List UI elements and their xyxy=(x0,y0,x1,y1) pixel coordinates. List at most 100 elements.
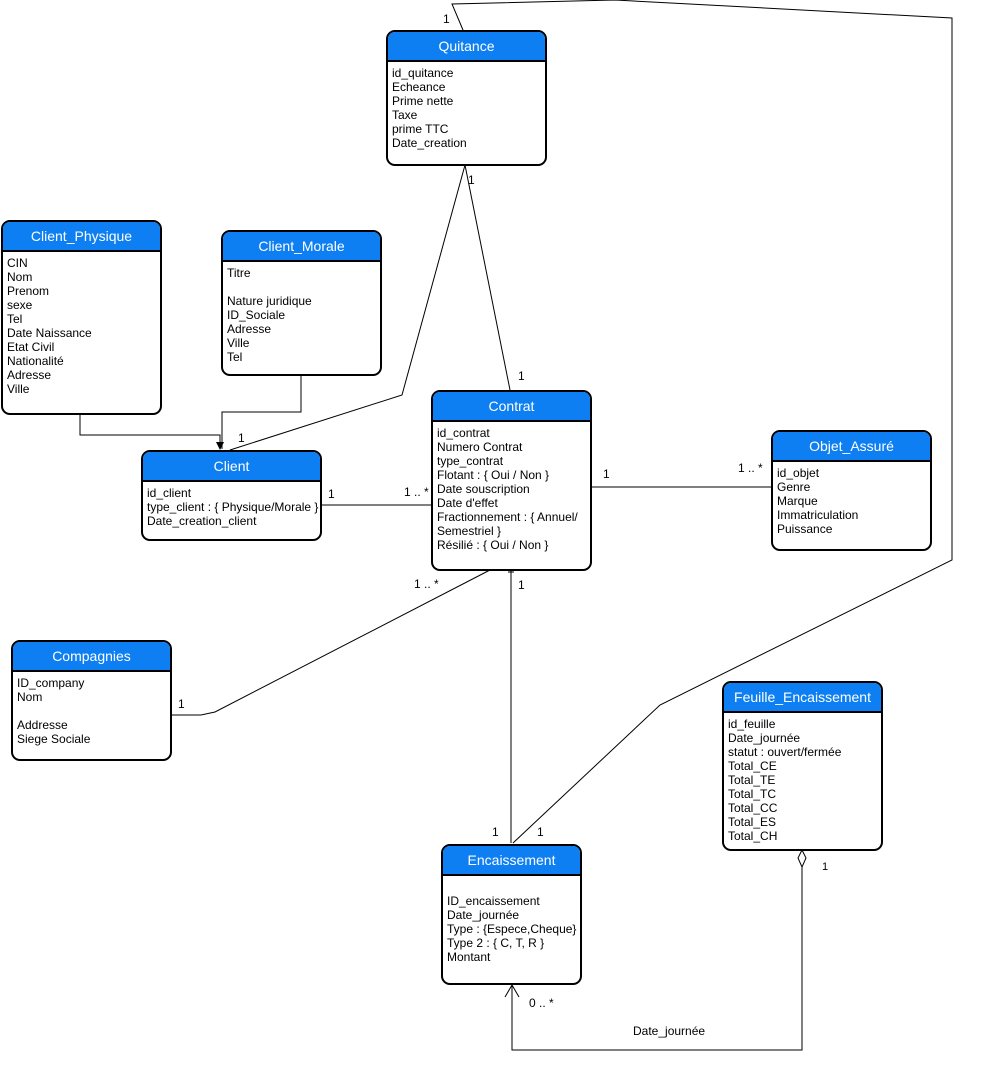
attribute: Tel xyxy=(227,350,243,364)
multiplicity-label: 1 xyxy=(238,431,245,445)
entity-attributes: id_objet Genre Marque Immatriculation Pu… xyxy=(773,462,930,536)
entity-attributes: ID_encaissement Date_journée Type : {Esp… xyxy=(443,876,580,964)
attribute: Nationalité xyxy=(7,354,64,368)
attribute: Total_CE xyxy=(728,759,777,773)
attribute: Flotant : { Oui / Non } xyxy=(437,468,550,482)
attribute: Date_creation xyxy=(392,136,467,150)
entity-client-physique[interactable]: Client_Physique CIN Nom Prenom sexe Tel … xyxy=(1,220,162,415)
attribute: ID_encaissement xyxy=(447,894,540,908)
attribute: ID_Sociale xyxy=(227,308,286,322)
attribute: Date_journée xyxy=(728,731,801,745)
attribute: Echeance xyxy=(392,80,446,94)
multiplicity-label: 1 xyxy=(178,697,185,711)
multiplicity-label: 1 xyxy=(518,369,525,383)
attribute: Nom xyxy=(17,690,43,704)
multiplicity-label: 1 xyxy=(443,12,450,26)
attribute: Adresse xyxy=(7,368,52,382)
edge-physique-client xyxy=(79,414,221,449)
multiplicity-label: 0 .. * xyxy=(529,996,554,1010)
attribute: Date souscription xyxy=(437,482,530,496)
arrowhead-client xyxy=(216,442,224,450)
entity-contrat[interactable]: Contrat id_contrat Numero Contrat type_c… xyxy=(431,390,592,571)
multiplicity-label: 1 xyxy=(468,173,475,187)
multiplicity-label: 1 .. * xyxy=(404,485,429,499)
attribute: Prenom xyxy=(7,284,50,298)
attribute: id_objet xyxy=(777,466,820,480)
attribute: Date Naissance xyxy=(7,326,92,340)
entity-attributes: id_client type_client : { Physique/Moral… xyxy=(143,482,320,528)
attribute: Total_CH xyxy=(728,829,778,843)
attribute: Total_TC xyxy=(728,787,777,801)
attribute: id_quitance xyxy=(392,66,454,80)
attribute: prime TTC xyxy=(392,122,449,136)
multiplicity-label: 1 xyxy=(822,861,829,873)
attribute: Type : {Espece,Cheque} xyxy=(447,922,577,936)
attribute: Numero Contrat xyxy=(437,440,523,454)
entity-quitance[interactable]: Quitance id_quitance Echeance Prime nett… xyxy=(386,30,547,166)
attribute: Total_CC xyxy=(728,801,778,815)
attribute: ID_company xyxy=(17,676,85,690)
attribute: Ville xyxy=(227,336,250,350)
edge-quitance-contrat xyxy=(464,164,511,391)
attribute: Ville xyxy=(7,382,30,396)
attribute: Fractionnement : { Annuel/ xyxy=(437,510,578,524)
attribute: Genre xyxy=(777,480,811,494)
entity-attributes: ID_company Nom Addresse Siege Sociale xyxy=(13,672,170,746)
entity-feuille-encaissement[interactable]: Feuille_Encaissement id_feuille Date_jou… xyxy=(722,681,883,851)
attribute: Adresse xyxy=(227,322,272,336)
attribute: Etat Civil xyxy=(7,340,55,354)
multiplicity-label: 1 .. * xyxy=(738,461,763,475)
attribute: Total_ES xyxy=(728,815,777,829)
multiplicity-label: 1 xyxy=(537,825,544,839)
multiplicity-label: 1 xyxy=(328,487,335,501)
entity-encaissement[interactable]: Encaissement ID_encaissement Date_journé… xyxy=(441,844,582,985)
relationship-label: Date_journée xyxy=(633,1024,706,1038)
entity-client-morale[interactable]: Client_Morale Titre Nature juridique ID_… xyxy=(221,230,382,376)
attribute: Puissance xyxy=(777,522,833,536)
arrowhead-encaissement xyxy=(504,984,520,998)
attribute: Siege Sociale xyxy=(17,732,91,746)
attribute xyxy=(17,704,166,718)
entity-title: Encaissement xyxy=(443,846,580,876)
edge-feuille-encaissement xyxy=(511,867,803,1051)
entity-objet-assure[interactable]: Objet_Assuré id_objet Genre Marque Immat… xyxy=(771,430,932,551)
edge-contrat-compagnies xyxy=(171,569,491,716)
attribute: Total_TE xyxy=(728,773,776,787)
attribute: Résilié : { Oui / Non } xyxy=(437,538,549,552)
entity-title: Client_Morale xyxy=(223,232,380,262)
entity-attributes: id_quitance Echeance Prime nette Taxe pr… xyxy=(388,62,545,150)
entity-title: Quitance xyxy=(388,32,545,62)
entity-attributes: Titre Nature juridique ID_Sociale Adress… xyxy=(223,262,380,364)
attribute: statut : ouvert/fermée xyxy=(728,745,842,759)
attribute: Taxe xyxy=(392,108,418,122)
edge-morale-client xyxy=(221,375,302,449)
entity-title: Client xyxy=(143,452,320,482)
entity-title: Client_Physique xyxy=(3,222,160,252)
multiplicity-label: 1 xyxy=(603,467,610,481)
multiplicity-label: 1 xyxy=(492,825,499,839)
attribute: Date_creation_client xyxy=(147,514,257,528)
multiplicity-label: 1 xyxy=(518,578,525,592)
attribute: Type 2 : { C, T, R } xyxy=(447,936,545,950)
attribute: Addresse xyxy=(17,718,68,732)
attribute xyxy=(227,280,376,294)
attribute: Date d'effet xyxy=(437,496,498,510)
attribute: Montant xyxy=(447,950,491,964)
attribute: sexe xyxy=(7,298,33,312)
entity-title: Contrat xyxy=(433,392,590,422)
attribute: Prime nette xyxy=(392,94,454,108)
aggregation-diamond xyxy=(797,848,807,869)
attribute: Immatriculation xyxy=(777,508,859,522)
entity-client[interactable]: Client id_client type_client : { Physiqu… xyxy=(141,450,322,541)
attribute: CIN xyxy=(7,256,28,270)
entity-title: Objet_Assuré xyxy=(773,432,930,462)
attribute: Marque xyxy=(777,494,818,508)
entity-compagnies[interactable]: Compagnies ID_company Nom Addresse Siege… xyxy=(11,640,172,761)
multiplicity-label: 1 .. * xyxy=(414,577,439,591)
edge-quitance-encaissement xyxy=(451,0,953,844)
attribute: Titre xyxy=(227,266,251,280)
attribute: Date_journée xyxy=(447,908,520,922)
entity-attributes: id_feuille Date_journée statut : ouvert/… xyxy=(724,713,881,843)
attribute: Nature juridique xyxy=(227,294,312,308)
